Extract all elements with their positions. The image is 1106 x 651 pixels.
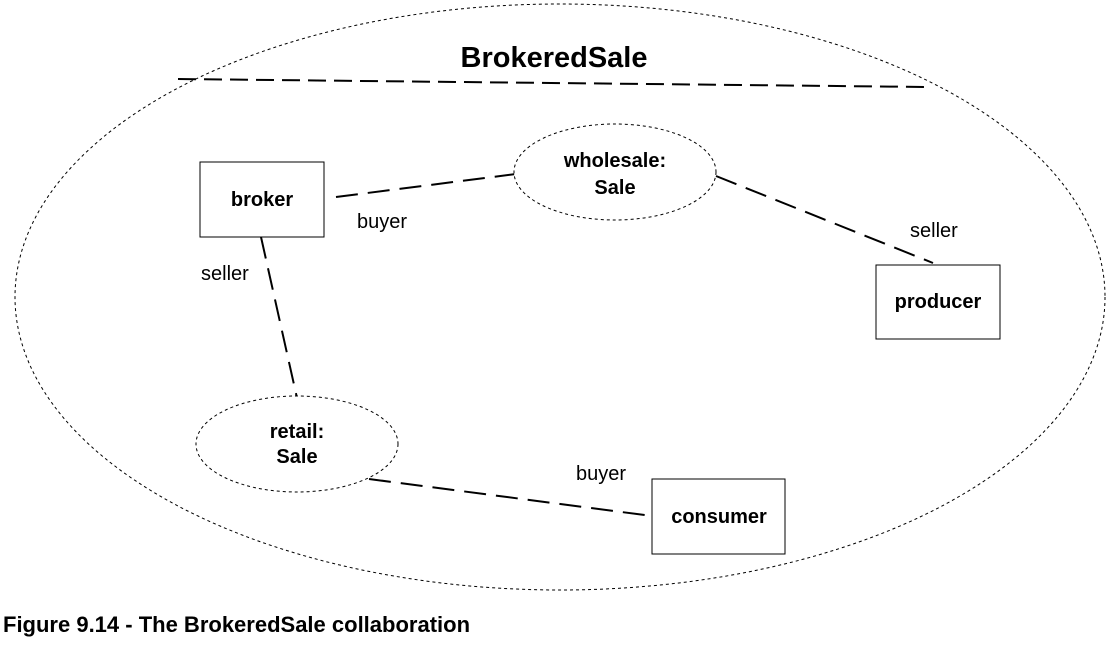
- broker-box: [199, 161, 325, 238]
- collaboration-outline: [14, 3, 1106, 591]
- producer-label: producer: [895, 291, 982, 313]
- connector-wholesale-producer: [715, 175, 934, 264]
- consumer-box: [651, 478, 786, 555]
- name-compartment-divider: [177, 78, 929, 88]
- role-label-consumer-buyer: buyer: [576, 463, 626, 485]
- broker-label: broker: [231, 189, 293, 211]
- connector-retail-consumer: [368, 478, 653, 517]
- wholesale-label-line1: wholesale:: [563, 150, 666, 172]
- producer-box: [875, 264, 1001, 340]
- collaboration-title: BrokeredSale: [461, 42, 648, 74]
- consumer-label: consumer: [671, 506, 767, 528]
- connector-broker-retail: [260, 236, 298, 399]
- figure-caption: Figure 9.14 - The BrokeredSale collabora…: [3, 612, 471, 637]
- retail-label-line1: retail:: [270, 421, 324, 443]
- wholesale-sale-ellipse: [513, 123, 717, 221]
- role-label-broker-buyer: buyer: [357, 211, 407, 233]
- connector-broker-wholesale: [335, 173, 517, 198]
- role-label-producer-seller: seller: [910, 220, 958, 242]
- retail-sale-ellipse: [195, 395, 399, 493]
- wholesale-label-line2: Sale: [594, 177, 635, 199]
- retail-label-line2: Sale: [276, 446, 317, 468]
- role-label-broker-seller: seller: [201, 263, 249, 285]
